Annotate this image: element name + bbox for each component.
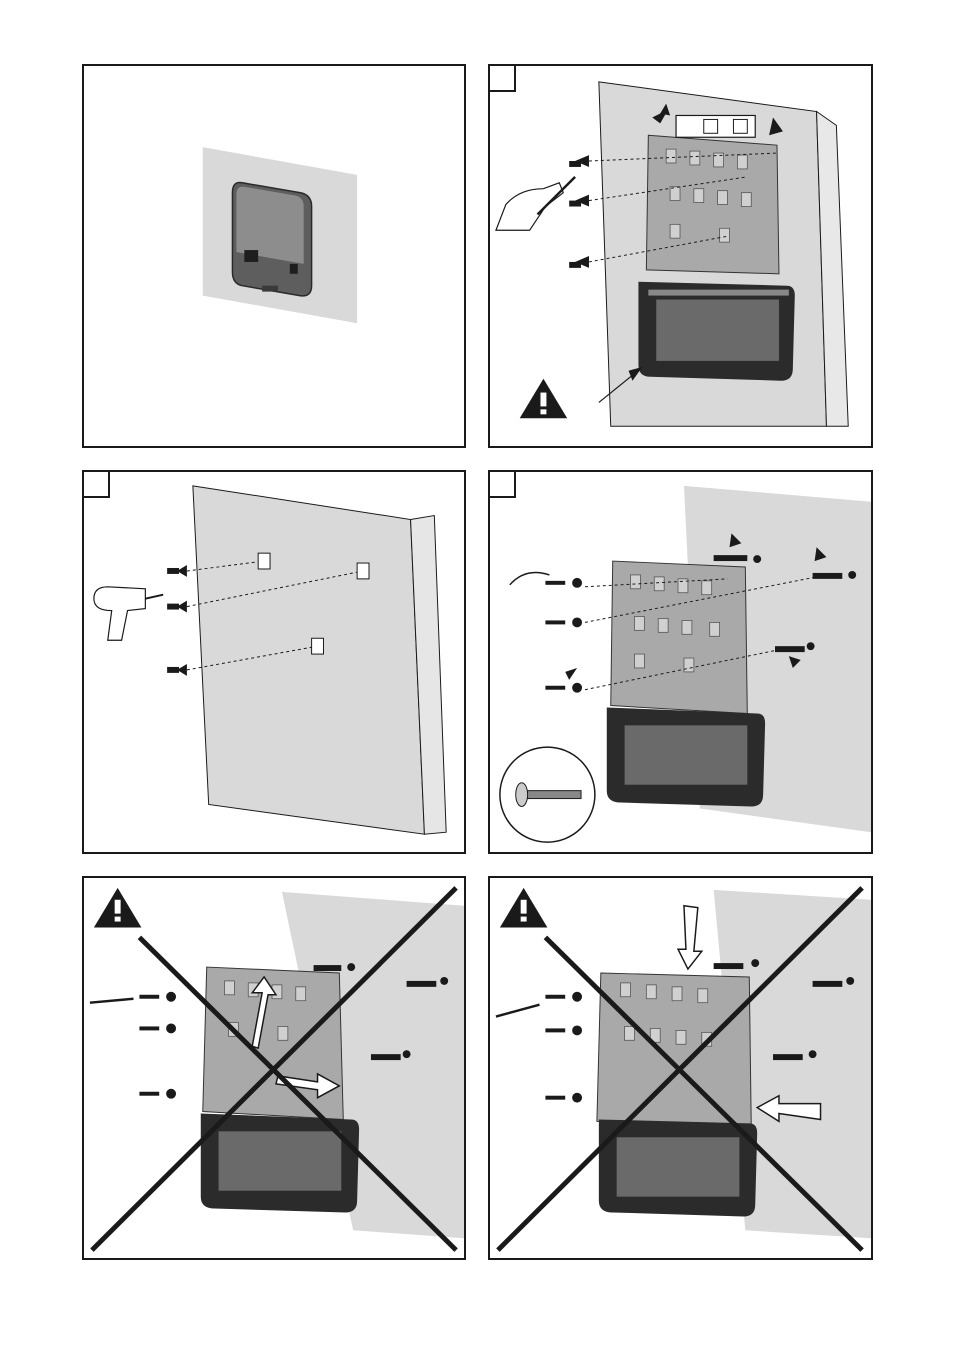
- spirit-level: [675, 114, 756, 138]
- screwdriver-rotation-arrow: [509, 571, 550, 586]
- wall-plugs: [713, 959, 855, 1061]
- connection-housing: [200, 1113, 360, 1213]
- white-arrow-icon: [250, 975, 341, 1099]
- warning-triangle-icon: [93, 887, 142, 928]
- step-number-box: [490, 472, 516, 498]
- inverter-device: [231, 181, 313, 297]
- connection-housing: [598, 1119, 758, 1217]
- black-arrow-icon: [569, 103, 783, 268]
- screw-detail-magnifier: [499, 746, 596, 843]
- black-arrow-icon: [565, 533, 827, 680]
- drill-tool-icon: [93, 586, 164, 641]
- drill-hole-marks: [257, 552, 370, 655]
- drill-holes-illustration: [93, 485, 447, 835]
- level-and-mark-illustration: [495, 81, 849, 427]
- warning-triangle-icon: [519, 378, 568, 419]
- black-arrow-icon: [167, 565, 187, 676]
- figure-panel-level-and-mark: [488, 64, 873, 448]
- connection-housing: [638, 281, 795, 381]
- screws-with-washers: [545, 991, 583, 1103]
- mounting-bracket: [645, 134, 780, 275]
- step-number-box: [84, 472, 110, 498]
- screw-bracket-illustration: [499, 485, 871, 843]
- wall-edge: [816, 110, 849, 427]
- warning-triangle-icon: [499, 887, 548, 928]
- figure-panel-mounted-inverter: [82, 64, 466, 448]
- incorrect-mounting-illustration: [495, 886, 871, 1252]
- white-arrow-icon: [676, 904, 822, 1123]
- marking-lines: [588, 152, 778, 263]
- screws-with-washers: [139, 991, 177, 1099]
- wall-plugs: [713, 555, 857, 653]
- connection-housing: [606, 707, 766, 807]
- hand-with-pen: [495, 175, 576, 231]
- drill-lines: [186, 560, 364, 671]
- mounting-bracket: [596, 972, 752, 1128]
- figure-panel-screw-bracket: [488, 470, 873, 854]
- screwdriver: [495, 1003, 540, 1018]
- screw-lines: [584, 576, 817, 691]
- figure-panel-incorrect-mounting-2: [488, 876, 873, 1260]
- red-x-prohibited-icon: [90, 886, 458, 1252]
- figure-panel-drill-holes: [82, 470, 466, 854]
- screws-with-washers: [545, 577, 583, 693]
- step-number-box: [490, 66, 516, 92]
- incorrect-mounting-illustration: [89, 886, 464, 1252]
- mounting-bracket: [610, 560, 748, 714]
- red-x-prohibited-icon: [496, 886, 864, 1252]
- mounted-inverter-illustration: [202, 147, 358, 324]
- wall-edge: [410, 514, 447, 835]
- wall-surface: [192, 485, 425, 835]
- black-arrow-icon: [628, 366, 643, 381]
- wall-plugs: [313, 963, 449, 1061]
- screwdriver: [89, 997, 134, 1004]
- figure-panel-incorrect-mounting-1: [82, 876, 466, 1260]
